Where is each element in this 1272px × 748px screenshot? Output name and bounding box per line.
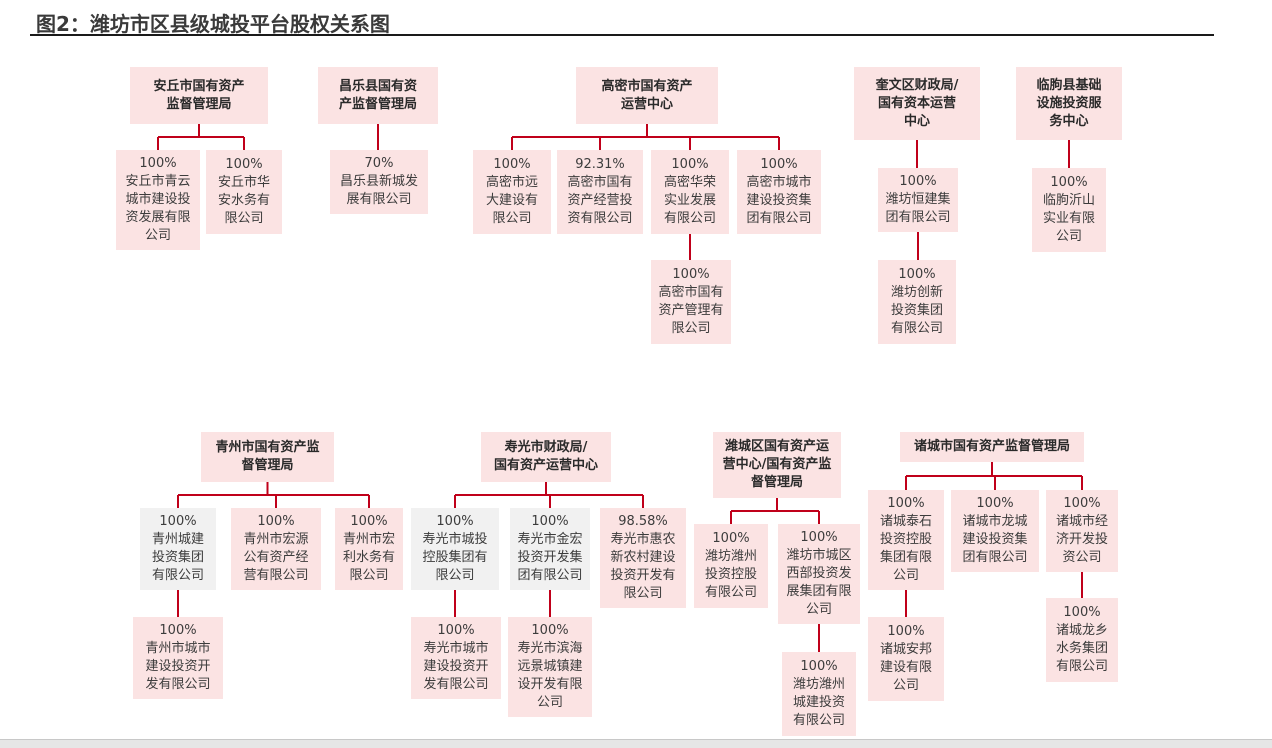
subsidiary-box: 92.31% 高密市国有 资产经营投 资有限公司 [557,150,643,234]
parent-authority-box: 青州市国有资产监 督管理局 [201,432,334,482]
subsidiary-box: 100% 安丘市华 安水务有 限公司 [206,150,282,234]
parent-authority-box: 诸城市国有资产监督管理局 [900,432,1084,462]
parent-authority-box: 奎文区财政局/ 国有资本运营 中心 [854,67,980,140]
subsidiary-box: 100% 潍坊恒建集 团有限公司 [878,168,958,232]
parent-authority-box: 高密市国有资产 运营中心 [576,67,718,124]
subsidiary-box: 100% 寿光市城投 控股集团有 限公司 [411,508,499,590]
sub-subsidiary-box: 100% 寿光市滨海 远景城镇建 设开发有限 公司 [508,617,592,717]
parent-authority-box: 寿光市财政局/ 国有资产运营中心 [481,432,611,482]
parent-authority-box: 临朐县基础 设施投资服 务中心 [1016,67,1122,140]
subsidiary-box: 100% 诸城市龙城 建设投资集 团有限公司 [951,490,1039,572]
subsidiary-box: 100% 高密市远 大建设有 限公司 [473,150,551,234]
parent-authority-box: 昌乐县国有资 产监督管理局 [318,67,438,124]
sub-subsidiary-box: 100% 潍坊创新 投资集团 有限公司 [878,260,956,344]
subsidiary-box: 100% 诸城市经 济开发投 资公司 [1046,490,1118,572]
subsidiary-box: 100% 诸城泰石 投资控股 集团有限 公司 [868,490,944,590]
sub-subsidiary-box: 100% 高密市国有 资产管理有 限公司 [651,260,731,344]
parent-authority-box: 潍城区国有资产运 营中心/国有资产监 督管理局 [713,432,841,498]
subsidiary-box: 100% 潍坊市城区 西部投资发 展集团有限 公司 [778,524,860,624]
subsidiary-box: 100% 青州市宏 利水务有 限公司 [335,508,403,590]
subsidiary-box: 100% 青州市宏源 公有资产经 营有限公司 [231,508,321,590]
subsidiary-box: 98.58% 寿光市惠农 新农村建设 投资开发有 限公司 [600,508,686,608]
subsidiary-box: 100% 临朐沂山 实业有限 公司 [1032,168,1106,252]
sub-subsidiary-box: 100% 潍坊潍州 城建投资 有限公司 [782,652,856,736]
subsidiary-box: 100% 潍坊潍州 投资控股 有限公司 [694,524,768,608]
parent-authority-box: 安丘市国有资产 监督管理局 [130,67,268,124]
subsidiary-box: 100% 高密市城市 建设投资集 团有限公司 [737,150,821,234]
sub-subsidiary-box: 100% 青州市城市 建设投资开 发有限公司 [133,617,223,699]
subsidiary-box: 70% 昌乐县新城发 展有限公司 [330,150,428,214]
bottom-scrollbar[interactable] [0,739,1272,748]
sub-subsidiary-box: 100% 诸城安邦 建设有限 公司 [868,617,944,701]
title-divider [30,34,1214,36]
subsidiary-box: 100% 青州城建 投资集团 有限公司 [140,508,216,590]
sub-subsidiary-box: 100% 诸城龙乡 水务集团 有限公司 [1046,598,1118,682]
subsidiary-box: 100% 寿光市金宏 投资开发集 团有限公司 [510,508,590,590]
subsidiary-box: 100% 安丘市青云 城市建设投 资发展有限 公司 [116,150,200,250]
page-title: 图2：潍坊市区县级城投平台股权关系图 [36,12,390,36]
sub-subsidiary-box: 100% 寿光市城市 建设投资开 发有限公司 [411,617,501,699]
subsidiary-box: 100% 高密华荣 实业发展 有限公司 [651,150,729,234]
